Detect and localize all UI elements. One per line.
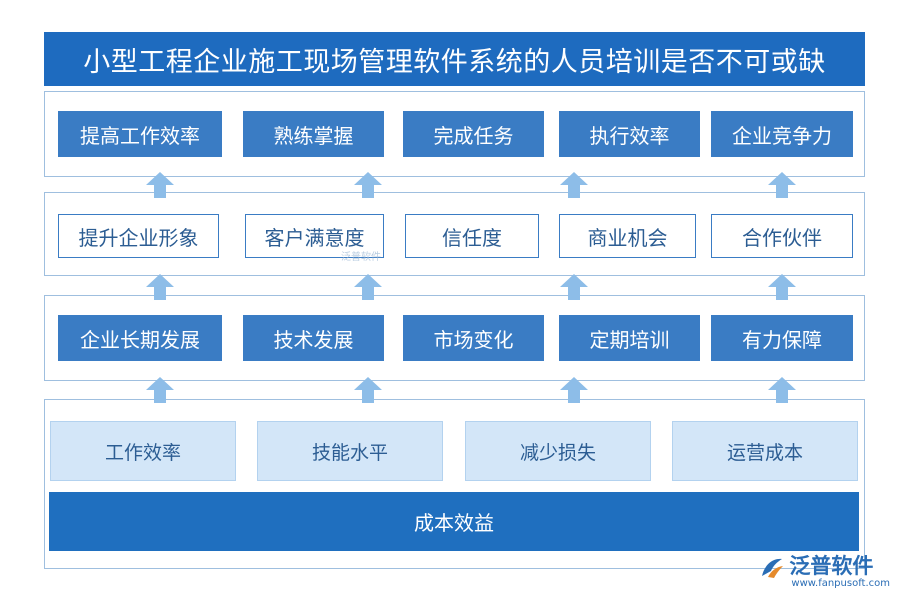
- arrow-up-icon: [559, 170, 589, 200]
- arrow-up-icon: [559, 272, 589, 302]
- row1-box-1: 提高工作效率: [58, 111, 222, 157]
- row3-box-4: 定期培训: [559, 315, 700, 361]
- arrow-up-icon: [353, 272, 383, 302]
- row2-box-2: 客户满意度: [245, 214, 384, 258]
- row4-box-2: 技能水平: [257, 421, 443, 481]
- row4-box-4: 运营成本: [672, 421, 858, 481]
- arrow-up-icon: [767, 272, 797, 302]
- row1-box-4: 执行效率: [559, 111, 700, 157]
- row1-box-2: 熟练掌握: [243, 111, 384, 157]
- watermark-text: 泛普软件: [341, 252, 381, 263]
- diagram-title: 小型工程企业施工现场管理软件系统的人员培训是否不可或缺: [44, 32, 865, 86]
- arrow-up-icon: [353, 170, 383, 200]
- base-bar: 成本效益: [49, 492, 859, 551]
- logo-url: www.fanpusoft.com: [791, 578, 890, 589]
- arrow-up-icon: [145, 170, 175, 200]
- row3-box-3: 市场变化: [403, 315, 544, 361]
- row4-box-3: 减少损失: [465, 421, 651, 481]
- arrow-up-icon: [145, 375, 175, 405]
- row1-box-5: 企业竞争力: [711, 111, 853, 157]
- row4-box-1: 工作效率: [50, 421, 236, 481]
- row1-box-3: 完成任务: [403, 111, 544, 157]
- arrow-up-icon: [767, 375, 797, 405]
- fanpu-logo-icon: [759, 556, 785, 584]
- arrow-up-icon: [145, 272, 175, 302]
- row2-box-1: 提升企业形象: [58, 214, 219, 258]
- row3-box-2: 技术发展: [243, 315, 384, 361]
- logo-name: 泛普软件: [789, 554, 874, 578]
- arrow-up-icon: [353, 375, 383, 405]
- brand-logo: 泛普软件 www.fanpusoft.com: [759, 554, 890, 590]
- arrow-up-icon: [767, 170, 797, 200]
- row2-box-5: 合作伙伴: [711, 214, 853, 258]
- row3-box-1: 企业长期发展: [58, 315, 222, 361]
- row2-box-3: 信任度: [405, 214, 539, 258]
- row3-box-5: 有力保障: [711, 315, 853, 361]
- arrow-up-icon: [559, 375, 589, 405]
- row2-box-4: 商业机会: [559, 214, 696, 258]
